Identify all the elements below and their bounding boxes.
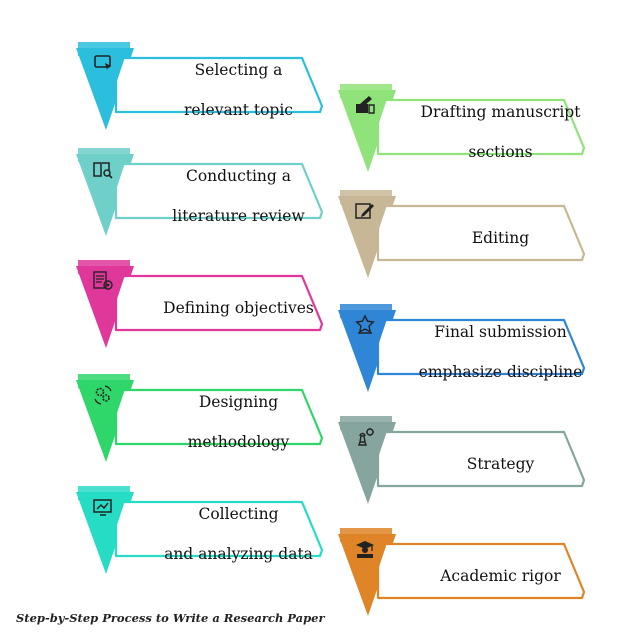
checklist-target-icon: [93, 271, 113, 290]
process-step: Strategy: [338, 416, 588, 506]
step-banner-shape: [338, 190, 586, 278]
step-label-line: Defining objectives: [163, 299, 314, 317]
step-label: Editing: [418, 212, 583, 264]
process-step: Editing: [338, 190, 588, 280]
step-banner-shape: [76, 148, 324, 236]
step-banner-shape: [338, 416, 586, 504]
process-step: Final submission emphasize discipline: [338, 304, 588, 394]
gears-cycle-icon: [94, 385, 112, 405]
graduate-books-icon: [356, 541, 374, 558]
process-step: Drafting manuscript sections: [338, 84, 588, 174]
step-label-line: Designing: [198, 393, 279, 411]
book-search-icon: [93, 162, 113, 179]
figure-caption: Step-by-Step Process to Write a Research…: [16, 611, 325, 625]
step-label: Academic rigor: [418, 550, 583, 602]
chess-strategy-icon: [358, 428, 374, 446]
step-label: Defining objectives: [156, 282, 321, 334]
step-label: Conducting a literature review: [156, 167, 321, 225]
step-label-line: sections: [468, 143, 533, 161]
step-label-line: methodology: [187, 433, 290, 451]
process-step: Academic rigor: [338, 528, 588, 618]
step-banner-shape: [76, 260, 324, 348]
edit-pencil-icon: [355, 203, 374, 219]
step-label-line: Final submission: [434, 323, 567, 341]
step-label: Designing methodology: [156, 393, 321, 451]
step-label: Drafting manuscript sections: [418, 103, 583, 161]
step-label: Selecting a relevant topic: [156, 61, 321, 119]
step-label-line: and analyzing data: [164, 545, 313, 563]
step-label-line: Academic rigor: [440, 567, 561, 585]
step-label-line: literature review: [172, 207, 305, 225]
pen-stack-icon: [356, 96, 375, 114]
award-star-icon: [355, 314, 375, 334]
process-step: Defining objectives: [76, 260, 326, 350]
step-banner-shape: [76, 486, 324, 574]
step-label-line: relevant topic: [184, 101, 293, 119]
step-label-line: Selecting a: [194, 61, 283, 79]
step-banner-shape: [76, 42, 324, 130]
step-label-line: Drafting manuscript: [420, 103, 581, 121]
step-banner-shape: [338, 304, 586, 392]
step-label: Final submission emphasize discipline: [418, 323, 583, 381]
monitor-cursor-icon: [94, 55, 111, 70]
step-label-line: emphasize discipline: [418, 363, 583, 381]
step-label-line: Strategy: [466, 455, 535, 473]
process-step: Collecting and analyzing data: [76, 486, 326, 576]
step-label-line: Collecting: [198, 505, 279, 523]
process-step: Designing methodology: [76, 374, 326, 464]
process-step: Conducting a literature review: [76, 148, 326, 238]
step-label-line: Editing: [471, 229, 530, 247]
process-step: Selecting a relevant topic: [76, 42, 326, 132]
step-label: Collecting and analyzing data: [156, 505, 321, 563]
data-chart-icon: [93, 499, 112, 516]
step-label: Strategy: [418, 438, 583, 490]
step-banner-shape: [76, 374, 324, 462]
step-banner-shape: [338, 528, 586, 616]
step-label-line: Conducting a: [185, 167, 292, 185]
step-banner-shape: [338, 84, 586, 172]
